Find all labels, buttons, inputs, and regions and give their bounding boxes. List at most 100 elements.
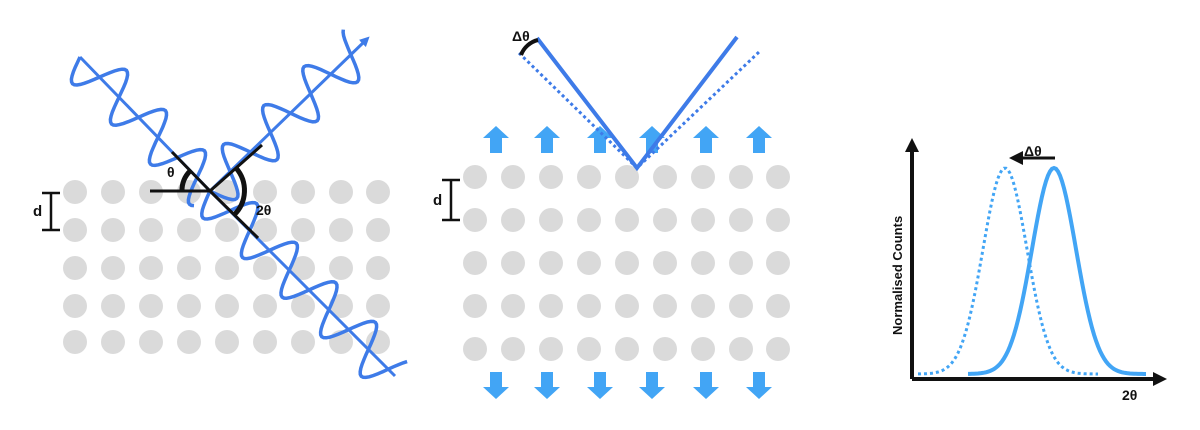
atom	[215, 218, 239, 242]
up-arrow	[746, 126, 772, 153]
delta-theta-arc	[519, 38, 539, 56]
atom	[463, 294, 487, 318]
atom	[691, 251, 715, 275]
atom	[463, 208, 487, 232]
atom	[766, 165, 790, 189]
down-arrow	[587, 372, 613, 399]
up-arrow	[639, 126, 665, 153]
atom	[577, 337, 601, 361]
atom	[615, 208, 639, 232]
atom	[291, 256, 315, 280]
atom	[177, 294, 201, 318]
delta-theta-label-b: Δθ	[512, 28, 530, 44]
atom	[101, 218, 125, 242]
atom	[653, 165, 677, 189]
atom	[139, 256, 163, 280]
peak-curve-dotted	[918, 166, 1098, 376]
peak-curve-solid	[968, 165, 1146, 376]
atom	[691, 208, 715, 232]
d-label-a: d	[33, 203, 42, 220]
atom	[766, 294, 790, 318]
atom	[463, 251, 487, 275]
atom-lattice-b	[463, 165, 790, 361]
down-arrow	[639, 372, 665, 399]
atom	[463, 337, 487, 361]
atom	[577, 208, 601, 232]
atom	[329, 218, 353, 242]
atom	[291, 180, 315, 204]
panel-c-peak-shift-plot: Δθ Normalised Counts 2θ	[890, 138, 1167, 403]
theta-label: θ	[167, 164, 175, 180]
atom	[63, 218, 87, 242]
two-theta-label: 2θ	[256, 202, 271, 218]
atom	[63, 330, 87, 354]
atom	[329, 180, 353, 204]
down-arrow	[534, 372, 560, 399]
atom	[729, 165, 753, 189]
atom	[139, 294, 163, 318]
atom	[691, 337, 715, 361]
atom	[539, 294, 563, 318]
atom	[653, 294, 677, 318]
atom	[253, 330, 277, 354]
atom	[63, 294, 87, 318]
atom	[539, 337, 563, 361]
atom	[539, 208, 563, 232]
scattered-beam-axis	[208, 36, 370, 193]
atom	[729, 251, 753, 275]
atom	[615, 165, 639, 189]
atom	[215, 294, 239, 318]
atom	[729, 294, 753, 318]
atom	[253, 256, 277, 280]
expansion-arrows-bottom	[483, 372, 772, 399]
atom	[501, 165, 525, 189]
atom	[366, 218, 390, 242]
y-axis-label: Normalised Counts	[890, 216, 905, 335]
atom	[653, 251, 677, 275]
atom	[615, 251, 639, 275]
atom	[501, 337, 525, 361]
atom	[766, 251, 790, 275]
atom	[577, 251, 601, 275]
atom	[177, 256, 201, 280]
up-arrow	[693, 126, 719, 153]
atom	[215, 256, 239, 280]
atom	[615, 294, 639, 318]
original-reflection-dotted	[517, 50, 761, 171]
panel-b-lattice-strain: Δθ d	[433, 28, 790, 399]
atom	[653, 208, 677, 232]
atom	[139, 218, 163, 242]
theta-arc	[179, 169, 192, 192]
atom	[766, 208, 790, 232]
down-arrow	[693, 372, 719, 399]
atom	[501, 208, 525, 232]
atom	[615, 337, 639, 361]
atom	[539, 165, 563, 189]
up-arrow	[483, 126, 509, 153]
atom	[366, 256, 390, 280]
atom	[215, 330, 239, 354]
atom	[177, 218, 201, 242]
scattered-wave	[209, 29, 361, 202]
atom	[691, 294, 715, 318]
atom	[691, 165, 715, 189]
atom	[366, 330, 390, 354]
panel-a-bragg-scattering: θ 2θ d	[33, 29, 408, 380]
atom	[253, 218, 277, 242]
atom	[291, 294, 315, 318]
up-arrow	[534, 126, 560, 153]
peak-shift-label: Δθ	[1024, 143, 1042, 159]
atom	[366, 180, 390, 204]
atom	[577, 165, 601, 189]
two-theta-arc	[232, 166, 247, 217]
atom	[501, 251, 525, 275]
atom	[729, 337, 753, 361]
incident-wave	[69, 56, 208, 208]
atom	[501, 294, 525, 318]
atom	[463, 165, 487, 189]
up-arrow	[587, 126, 613, 153]
incident-angle-line	[170, 150, 212, 193]
shifted-reflection-solid	[535, 35, 739, 172]
atom	[653, 337, 677, 361]
